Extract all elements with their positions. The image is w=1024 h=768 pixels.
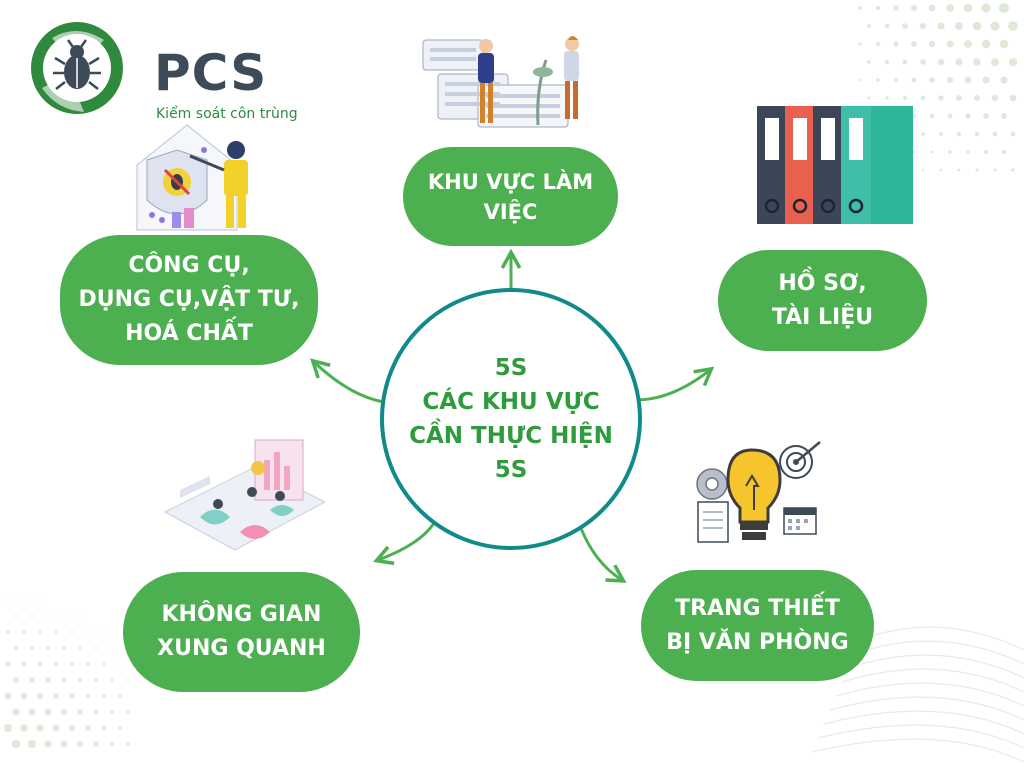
node-tools-label: CÔNG CỤ, DỤNG CỤ,VẬT TƯ, HOÁ CHẤT: [78, 253, 300, 346]
pest-control-sprayer-illustration-icon: [136, 124, 248, 231]
node-office-equipment-label: TRANG THIẾT BỊ VĂN PHÒNG: [666, 595, 849, 655]
node-surroundings: KHÔNG GIAN XUNG QUANH: [123, 572, 360, 692]
logo-wordmark: PCS: [154, 44, 268, 102]
lightbulb-gears-target-illustration-icon: [696, 441, 821, 543]
center-topic-text: 5S CÁC KHU VỰC CẦN THỰC HIỆN 5S: [409, 355, 613, 483]
beetle-shield-logo-icon: [31, 22, 123, 114]
center-topic-circle: 5S CÁC KHU VỰC CẦN THỰC HIỆN 5S: [380, 288, 642, 550]
node-office-equipment: TRANG THIẾT BỊ VĂN PHÒNG: [641, 570, 874, 681]
node-tools: CÔNG CỤ, DỤNG CỤ,VẬT TƯ, HOÁ CHẤT: [60, 235, 318, 365]
node-work-area: KHU VỰC LÀM VIỆC: [403, 147, 618, 246]
office-workers-illustration-icon: [422, 36, 579, 128]
node-documents: HỒ SƠ, TÀI LIỆU: [718, 250, 927, 351]
node-work-area-label: KHU VỰC LÀM VIỆC: [427, 169, 594, 224]
node-documents-label: HỒ SƠ, TÀI LIỆU: [771, 270, 874, 330]
logo-tagline: Kiểm soát côn trùng: [156, 106, 298, 122]
pcs-logo: PCS Kiểm soát côn trùng: [22, 18, 298, 122]
node-surroundings-label: KHÔNG GIAN XUNG QUANH: [157, 602, 326, 661]
binders-illustration-icon: [757, 106, 913, 224]
workspace-illustration-icon: [163, 439, 327, 551]
